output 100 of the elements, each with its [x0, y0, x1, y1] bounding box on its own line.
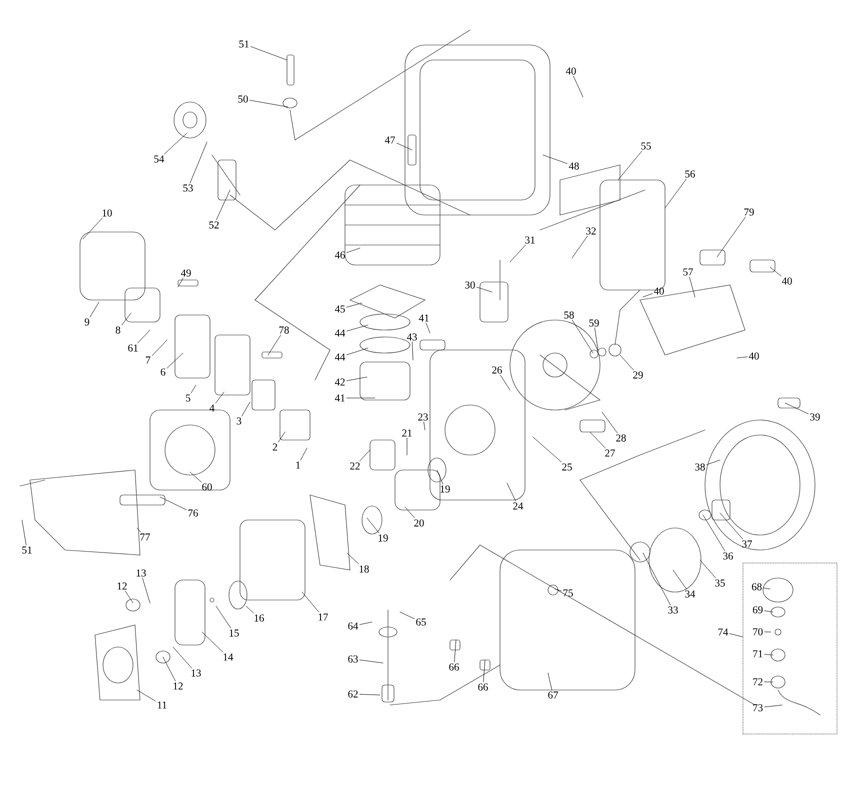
callout-number: 67: [548, 691, 558, 699]
leader-line: [510, 244, 526, 262]
callout-number: 6: [160, 368, 166, 376]
leader-line: [160, 496, 187, 510]
leader-line: [359, 622, 372, 625]
callout-number: 70: [753, 628, 763, 636]
callout-number: 28: [616, 434, 626, 442]
leader-line: [542, 154, 568, 164]
callout-number: 12: [118, 582, 127, 590]
callout-number: 78: [279, 326, 289, 334]
callout-number: 16: [254, 614, 264, 622]
leader-line: [137, 330, 150, 344]
callout-number: 10: [102, 209, 112, 217]
kit-box: [742, 562, 838, 734]
callout-number: 47: [384, 136, 395, 144]
leader-line: [412, 342, 414, 360]
leader-line: [532, 436, 562, 462]
callout-number: 9: [84, 318, 90, 326]
callout-number: 51: [22, 546, 32, 554]
callout-number: 72: [753, 678, 762, 686]
callout-number: 5: [186, 394, 190, 402]
callout-number: 40: [782, 277, 792, 285]
callout-number: 45: [334, 305, 345, 313]
callout-number: 39: [810, 413, 820, 421]
leader-line: [246, 606, 254, 614]
leader-line: [764, 704, 782, 708]
leader-line: [406, 438, 408, 456]
callout-number: 30: [465, 281, 475, 289]
callout-number: 66: [449, 663, 459, 671]
callout-number: 49: [180, 269, 191, 277]
callout-number: 64: [348, 622, 358, 630]
callout-number: 26: [492, 366, 502, 374]
leader-line: [346, 248, 360, 253]
leader-line: [548, 672, 552, 690]
leader-line: [436, 470, 444, 484]
leader-line: [202, 632, 224, 652]
leader-line: [736, 356, 748, 358]
leader-line: [454, 640, 456, 662]
leader-line: [152, 340, 168, 356]
callout-number: 36: [723, 552, 733, 560]
leader-line: [590, 432, 606, 448]
leader-line: [706, 460, 720, 465]
callout-number: 43: [406, 333, 417, 341]
callout-number: 51: [239, 40, 249, 48]
leader-line: [483, 660, 486, 682]
callout-number: 21: [402, 430, 412, 436]
leader-line: [142, 578, 150, 604]
leader-line: [400, 612, 415, 620]
callout-number: 8: [116, 326, 120, 334]
leader-line: [476, 286, 492, 292]
callout-number: 40: [748, 352, 759, 360]
leader-line: [190, 472, 202, 482]
callout-number: 34: [685, 590, 696, 598]
callout-number: 19: [440, 485, 450, 493]
leader-line: [573, 76, 584, 98]
callout-number: 68: [752, 583, 762, 590]
leader-line: [278, 432, 286, 442]
leader-line: [190, 142, 208, 184]
callout-number: 19: [378, 534, 388, 542]
callout-number: 55: [641, 142, 651, 150]
leader-line: [190, 384, 196, 394]
callout-number: 2: [272, 444, 278, 450]
leader-line: [268, 334, 282, 356]
leader-line: [664, 178, 687, 208]
callout-number: 62: [348, 690, 358, 698]
leader-line: [172, 646, 192, 668]
callout-number: 44: [334, 330, 346, 336]
leader-line: [700, 560, 716, 578]
leader-line: [426, 322, 430, 334]
callout-number: 24: [513, 502, 524, 510]
callout-number: 48: [568, 162, 579, 170]
callout-number: 20: [414, 519, 424, 527]
leader-line: [136, 690, 156, 702]
callout-number: 69: [752, 606, 763, 614]
leader-line: [396, 142, 412, 150]
callout-number: 79: [744, 208, 754, 216]
callout-number: 32: [586, 227, 596, 235]
callout-number: 76: [188, 509, 198, 517]
callout-number: 25: [562, 463, 572, 471]
leader-line: [250, 46, 288, 60]
leader-line: [216, 606, 231, 628]
leader-line: [506, 482, 516, 502]
callout-number: 57: [683, 268, 693, 276]
callout-number: 77: [140, 534, 150, 540]
leader-line: [620, 354, 634, 370]
leader-line: [346, 302, 362, 308]
callout-number: 58: [564, 311, 574, 319]
callout-number: 44: [334, 354, 346, 360]
leader-line: [594, 328, 598, 350]
leader-line: [302, 592, 320, 612]
callout-number: 41: [334, 394, 345, 402]
leader-line: [215, 392, 224, 404]
callout-number: 14: [224, 654, 234, 660]
callout-number: 7: [146, 356, 150, 364]
callout-number: 11: [158, 702, 166, 708]
leader-line: [122, 312, 132, 326]
callout-number: 37: [742, 540, 752, 548]
leader-line: [764, 654, 774, 656]
leader-line: [346, 376, 368, 381]
leader-line: [642, 293, 653, 298]
